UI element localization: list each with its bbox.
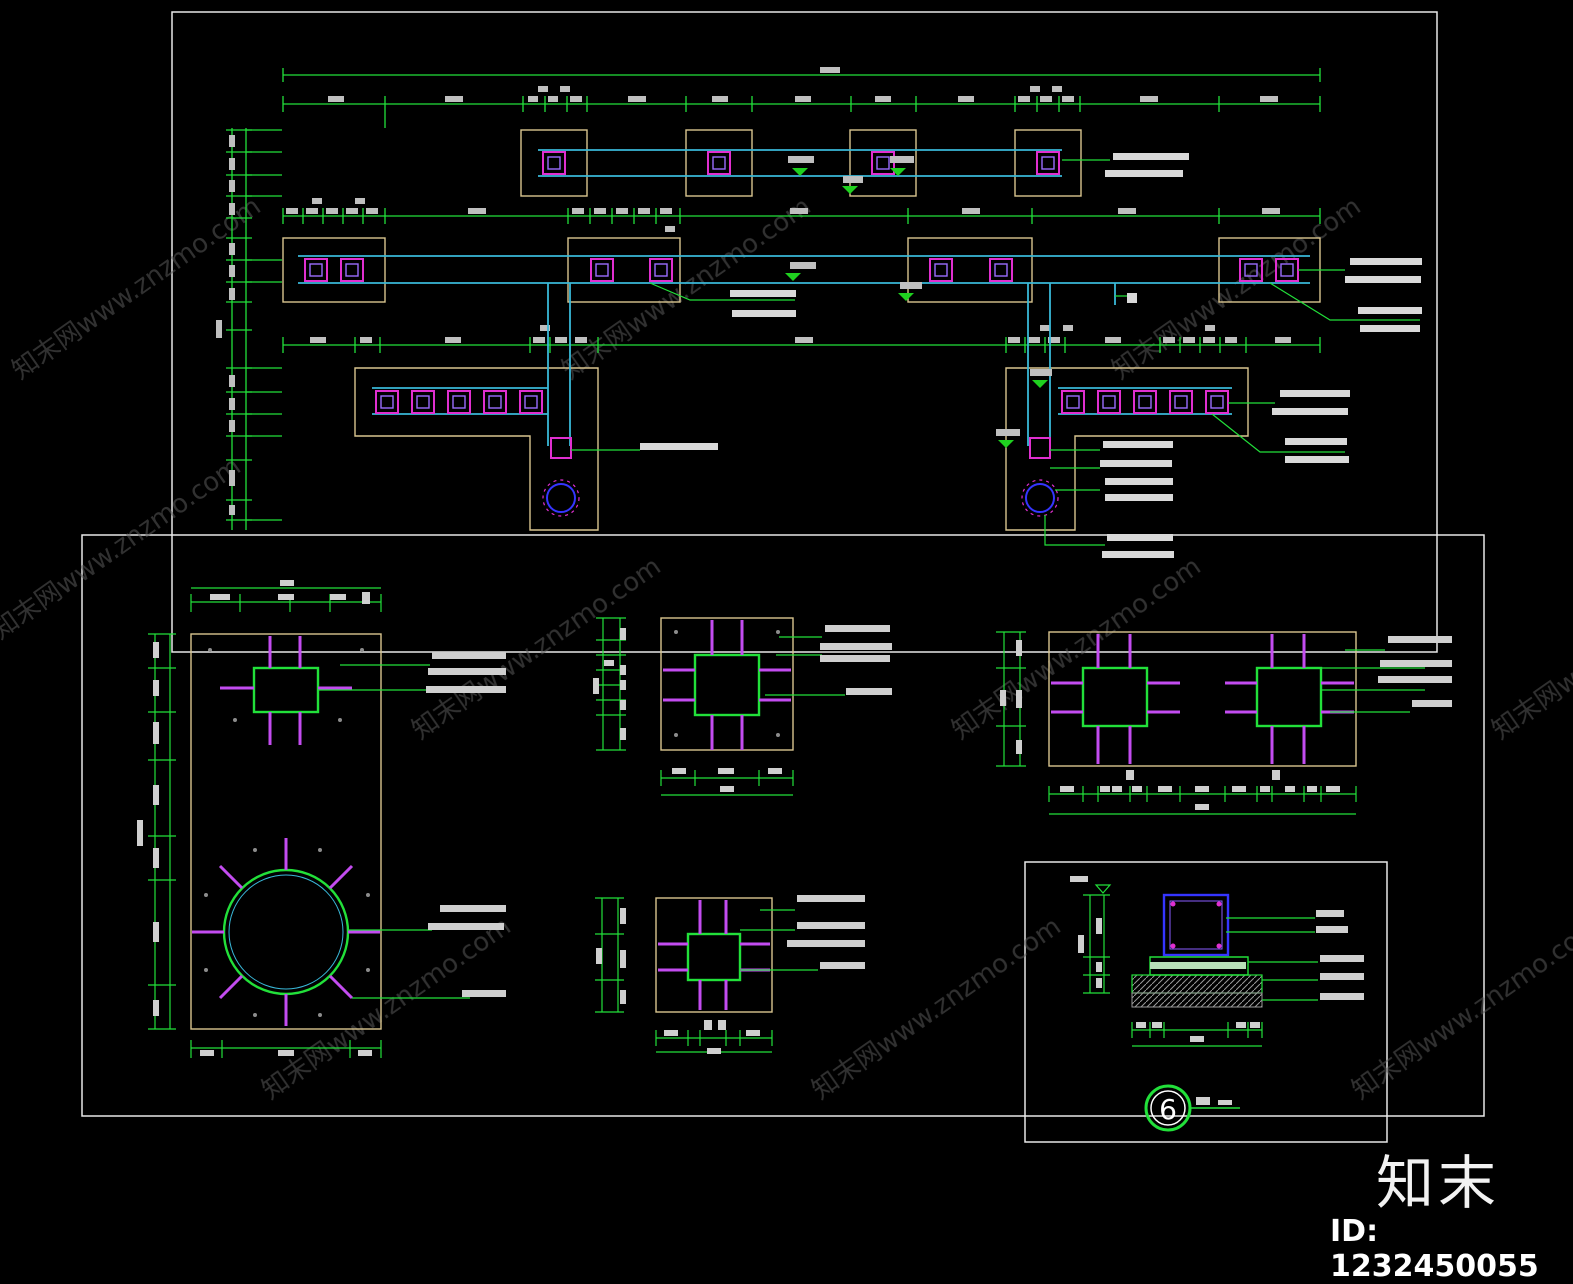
footing-mid-3: [907, 237, 1033, 303]
watermark-text: 知末网www.znzmo.com: [407, 551, 667, 745]
section-frame: [1024, 861, 1388, 1143]
detail-a: [137, 580, 506, 1058]
dimension-text-marks: [216, 67, 1291, 515]
elevation-markers: [785, 168, 1048, 448]
watermark-text: 知末网www.znzmo.com: [257, 911, 517, 1105]
watermark-text: 知末网www.znzmo.com: [947, 551, 1207, 745]
footing-top-3: [849, 129, 917, 197]
footing-mid-1: [282, 237, 386, 303]
watermark-text: 知末网www.znzmo.com: [1487, 551, 1573, 745]
footing-top-2: [685, 129, 753, 197]
footing-l-left: [354, 367, 599, 531]
footing-outlines: [282, 129, 1321, 531]
watermark-text: 知末网www.znzmo.com: [1107, 191, 1367, 385]
plan-columns: [304, 151, 1299, 459]
detail-d: [595, 895, 865, 1054]
watermark-id: ID: 1232450055: [1330, 1214, 1539, 1284]
plan-leaders: [571, 159, 1420, 546]
round-columns: [542, 479, 1059, 517]
detail-b: [593, 617, 892, 796]
detail-number: 6: [1159, 1093, 1177, 1126]
detail-section: 6: [1070, 876, 1364, 1132]
drawing-frames: [81, 11, 1485, 1143]
plan-dimension-lines: [226, 68, 1321, 530]
watermark-text: 知末网www.znzmo.com: [0, 451, 247, 645]
detail-callout: 6: [1144, 1084, 1240, 1132]
lower-frame: [81, 534, 1485, 1117]
beams: [298, 149, 1310, 446]
plan-column-inner: [309, 156, 1294, 409]
detail-c: [996, 631, 1452, 815]
footing-mid-2: [567, 237, 681, 303]
watermark-logo: 知末: [1376, 1149, 1501, 1217]
upper-frame: [171, 11, 1438, 653]
watermark-text: 知末网www.znzmo.com: [557, 191, 817, 385]
watermark-text: 知末网www.znzmo.com: [1347, 911, 1573, 1105]
elevation-text-marks: [788, 156, 1052, 436]
footing-top-4: [1014, 129, 1082, 197]
plan-annotation-marks: [640, 153, 1422, 558]
footing-l-right: [1005, 367, 1249, 531]
watermark-text: 知末网www.znzmo.com: [7, 191, 267, 385]
footing-top-1: [520, 129, 588, 197]
